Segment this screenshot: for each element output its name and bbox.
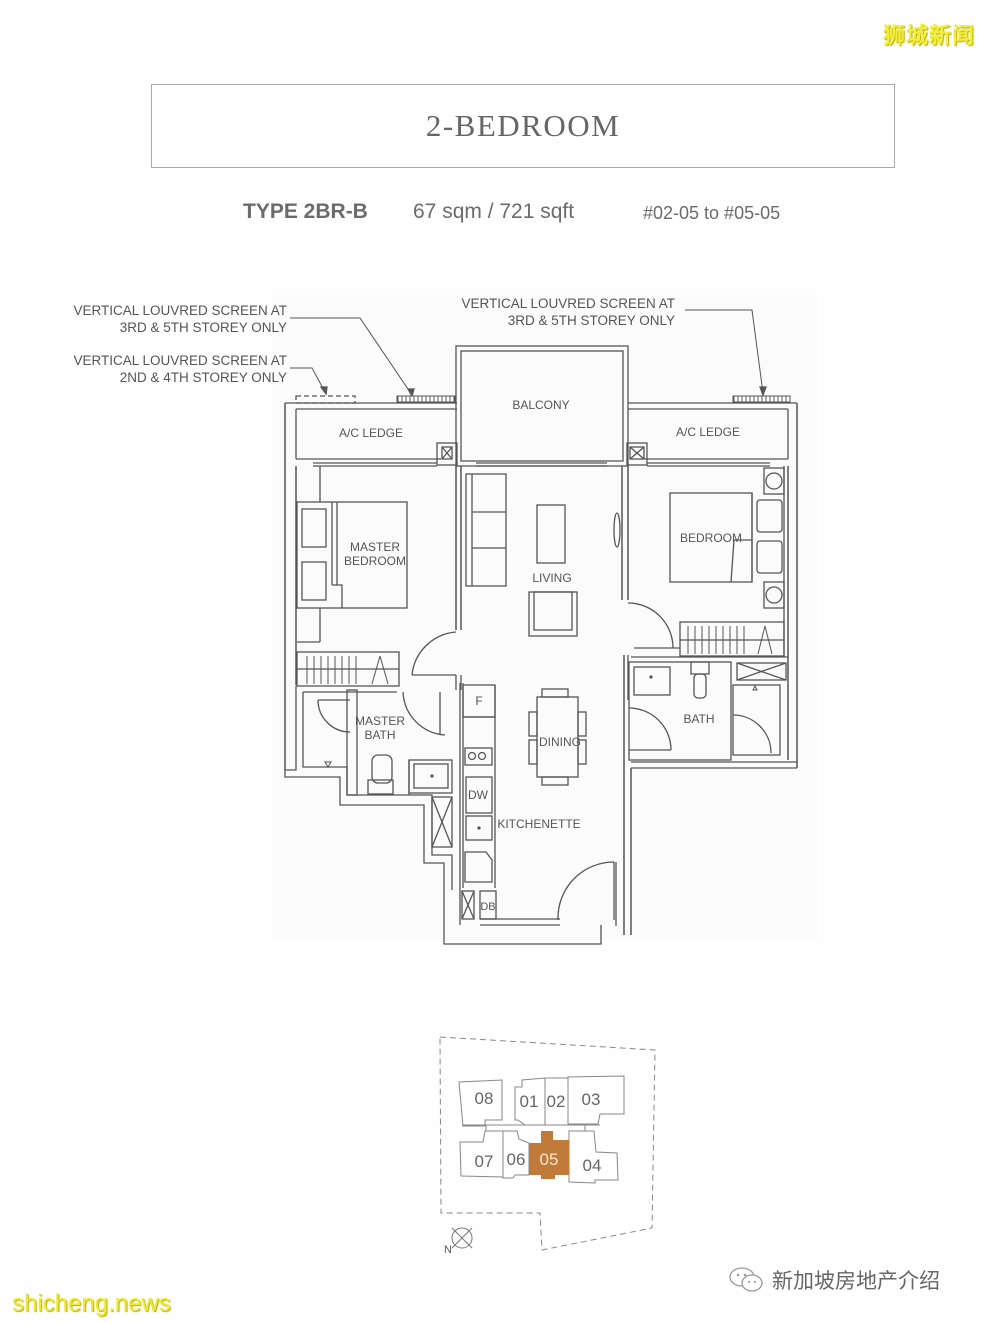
room-master-bedroom-line2: BEDROOM [344,554,406,568]
annotation-line: 2ND & 4TH STOREY ONLY [119,370,287,385]
room-ac-ledge-left: A/C LEDGE [339,426,403,440]
unit-area: 67 sqm / 721 sqft [413,200,575,223]
watermark-bottom-left: shicheng.news [12,1290,171,1317]
room-balcony: BALCONY [512,398,569,412]
annotation-louvre-right-3-5: VERTICAL LOUVRED SCREEN AT 3RD & 5TH STO… [430,295,675,329]
room-dining: DINING [539,735,581,749]
room-ac-ledge-right: A/C LEDGE [676,425,740,439]
key-unit-03: 03 [582,1090,601,1109]
room-bath: BATH [683,712,714,726]
key-unit-06: 06 [507,1150,526,1169]
wechat-icon [729,1267,763,1292]
db-label: DB [480,901,495,913]
north-label: N [444,1244,452,1256]
watermark-top-right: 狮城新闻 [883,23,976,48]
room-bedroom: BEDROOM [680,531,742,545]
room-kitchenette: KITCHENETTE [497,817,580,831]
annotation-line: VERTICAL LOUVRED SCREEN AT [73,353,287,368]
key-unit-07: 07 [475,1152,494,1171]
fridge-label: F [475,694,482,708]
unit-05-highlight [529,1131,569,1179]
annotation-line: 3RD & 5TH STOREY ONLY [119,320,287,335]
unit-range: #02-05 to #05-05 [643,203,781,223]
unit-type: TYPE 2BR-B [243,200,368,223]
page-title-box: 2-BEDROOM [151,84,895,168]
key-unit-01: 01 [520,1092,539,1111]
page-title: 2-BEDROOM [425,108,621,143]
room-master-bedroom-line1: MASTER [350,540,400,554]
key-unit-04: 04 [583,1156,602,1175]
key-unit-02: 02 [547,1092,566,1111]
wechat-account-name: 新加坡房地产介绍 [772,1270,940,1293]
room-master-bath-line2: BATH [364,728,395,742]
annotation-line: VERTICAL LOUVRED SCREEN AT [461,296,675,311]
annotation-line: 3RD & 5TH STOREY ONLY [507,313,675,328]
annotation-line: VERTICAL LOUVRED SCREEN AT [73,303,287,318]
north-compass-icon [451,1227,473,1249]
key-plan [439,1036,656,1251]
annotation-louvre-left-3-5: VERTICAL LOUVRED SCREEN AT 3RD & 5TH STO… [40,302,287,336]
annotation-louvre-left-2-4: VERTICAL LOUVRED SCREEN AT 2ND & 4TH STO… [40,352,287,386]
room-master-bath-line1: MASTER [355,714,405,728]
key-unit-08: 08 [475,1089,494,1108]
room-living: LIVING [532,571,571,585]
dishwasher-label: DW [468,788,489,802]
key-unit-05: 05 [540,1150,559,1169]
wechat-account: 新加坡房地产介绍 [728,1265,940,1295]
